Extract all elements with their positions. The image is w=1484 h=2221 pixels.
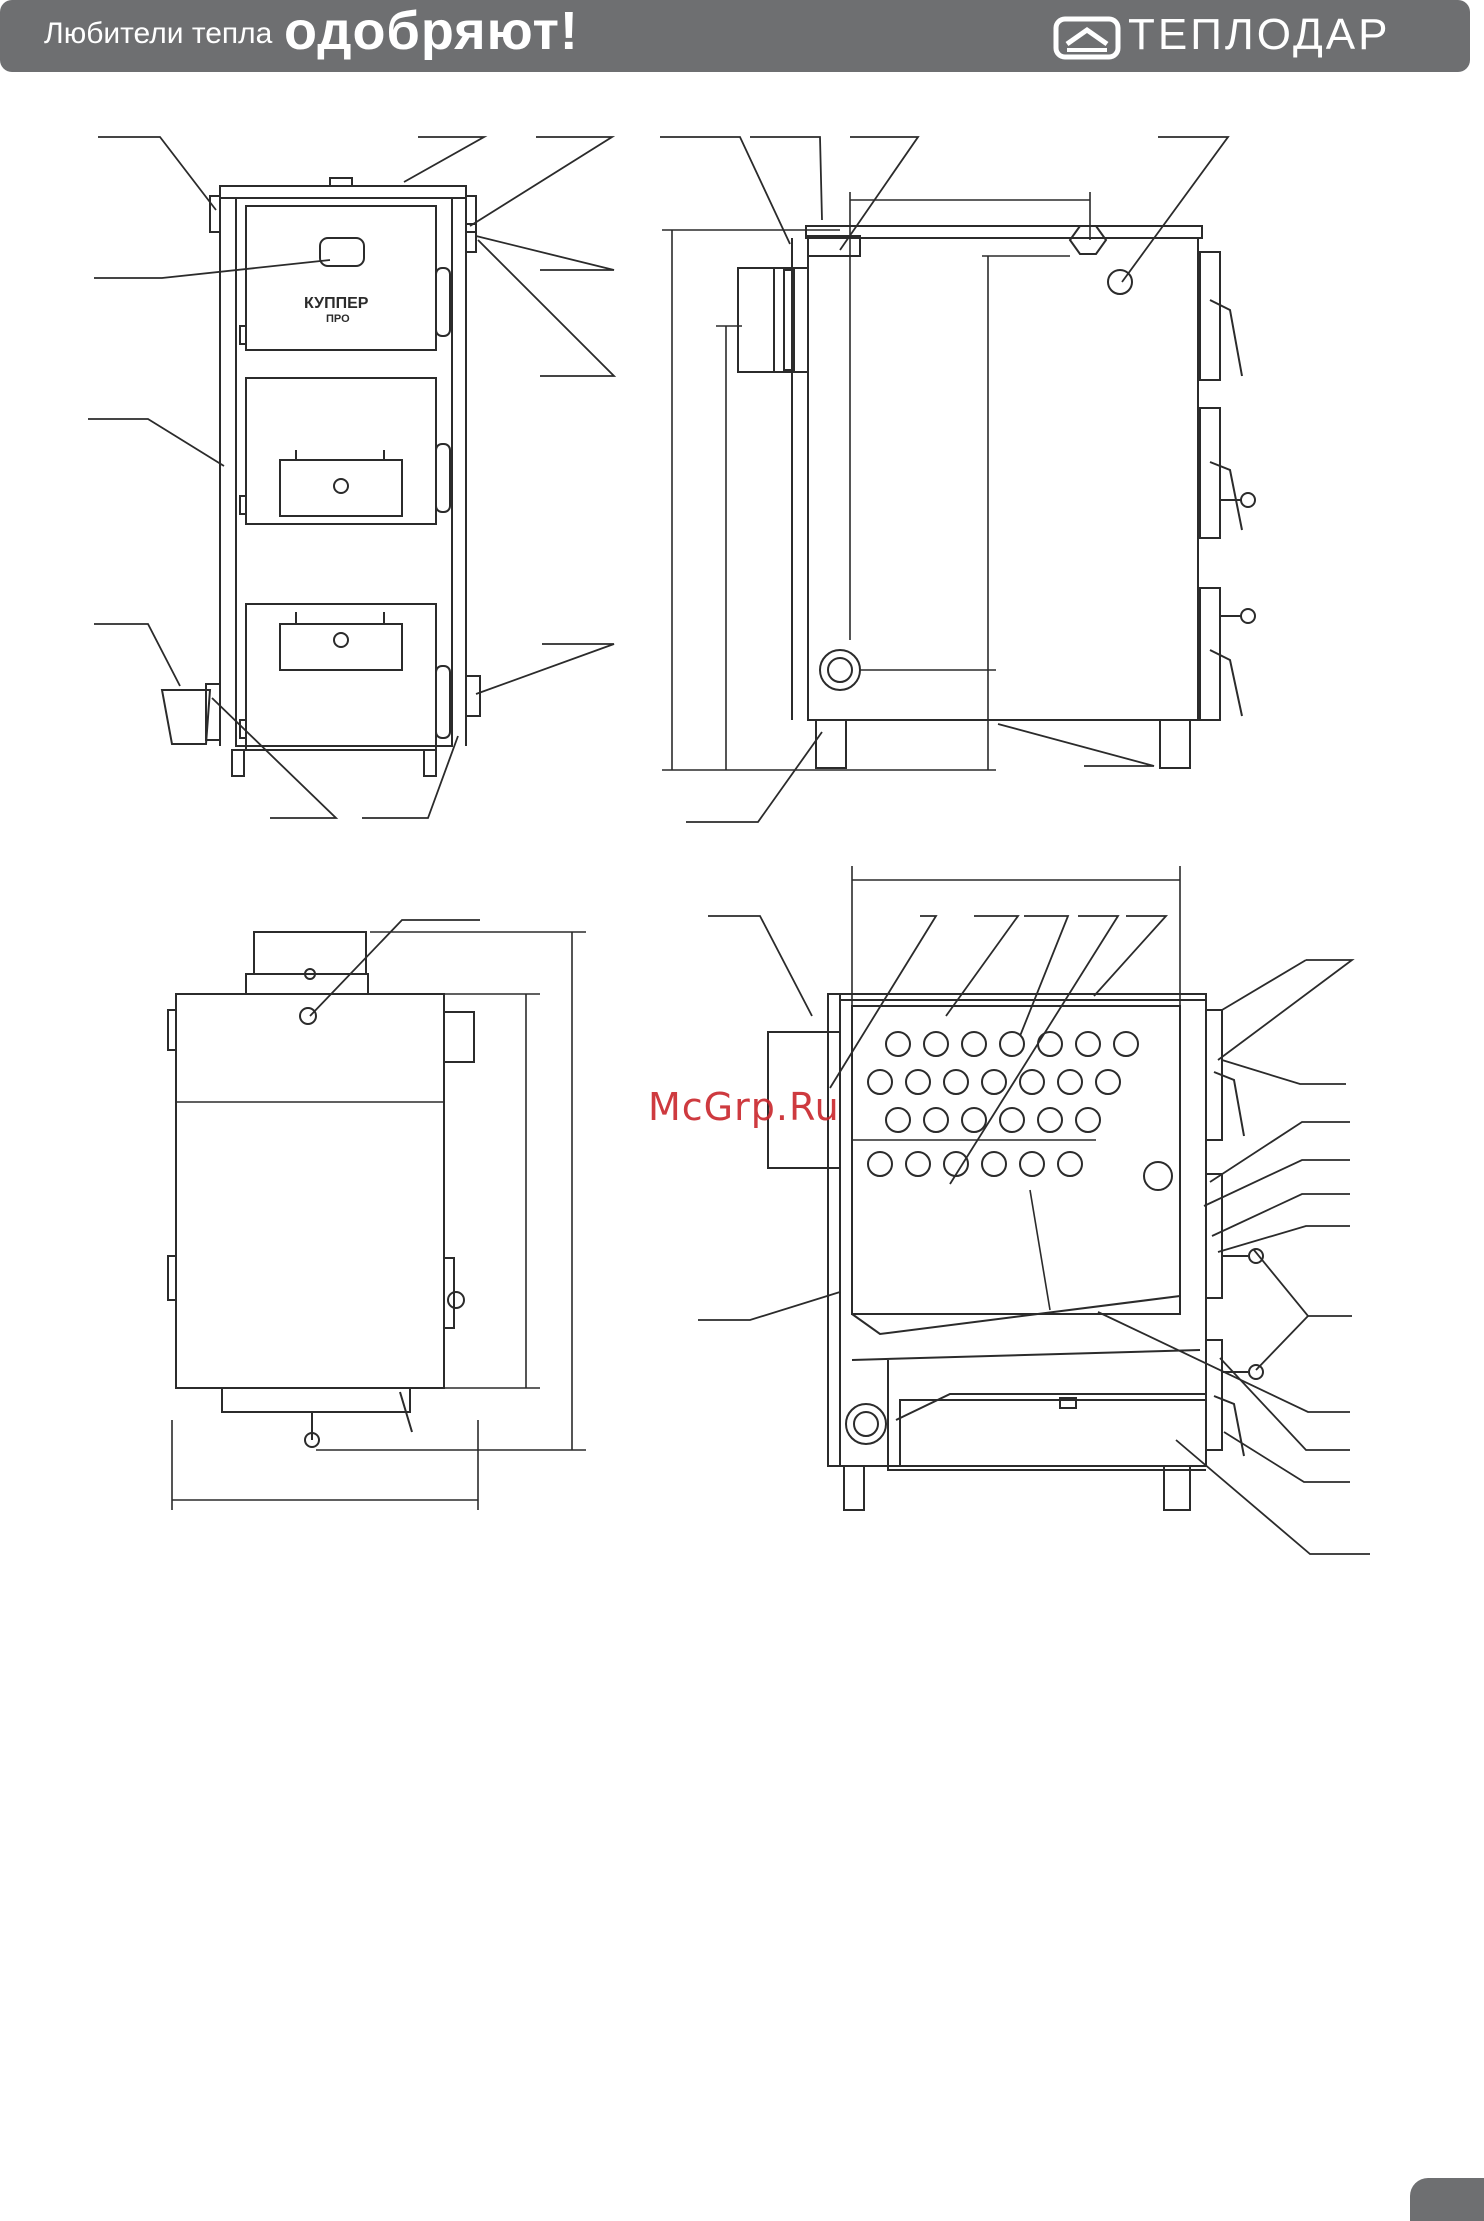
header-banner: Любители тепла одобряют! ТЕПЛОДАР: [0, 0, 1470, 72]
brand-logo-icon: [1053, 16, 1121, 60]
page-corner-tab: [1410, 2178, 1484, 2221]
brand-name: ТЕПЛОДАР: [1128, 10, 1391, 59]
nameplate-text: КУППЕР: [304, 295, 369, 312]
front-view-drawing: КУППЕР ПРО: [88, 136, 617, 819]
watermark-text: McGrp.Ru: [648, 1085, 840, 1129]
nameplate-subtext: ПРО: [326, 313, 350, 325]
top-view-drawing: [167, 919, 586, 1510]
side-view-drawing: [660, 136, 1256, 823]
tagline-bold: одобряют!: [284, 1, 579, 61]
section-view-drawing: [698, 866, 1370, 1555]
tagline-regular: Любители тепла: [44, 17, 273, 50]
